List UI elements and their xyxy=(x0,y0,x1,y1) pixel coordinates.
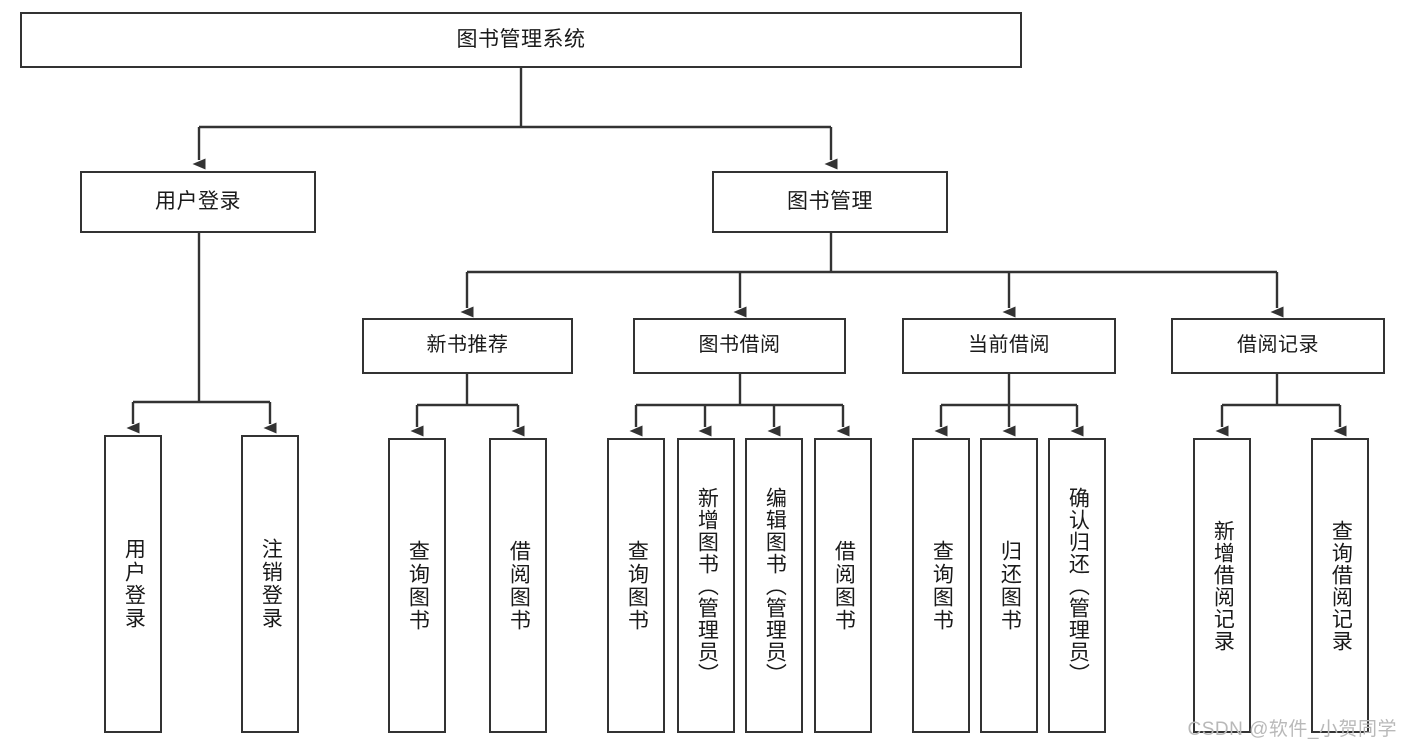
leaf-add-record[interactable]: 新增借阅记录 xyxy=(1193,438,1251,733)
node-new-book-recommend-label: 新书推荐 xyxy=(426,334,509,357)
leaf-query-book-3[interactable]: 查询图书 xyxy=(912,438,970,733)
leaf-confirm-return-inner: 确认归还（管理员） xyxy=(1050,440,1104,731)
leaf-add-book-label: 新增图书（管理员） xyxy=(695,486,719,685)
leaf-add-book-inner: 新增图书（管理员） xyxy=(679,440,733,731)
node-current-borrow[interactable]: 当前借阅 xyxy=(902,318,1116,374)
node-root[interactable]: 图书管理系统 xyxy=(20,12,1022,68)
node-root-label: 图书管理系统 xyxy=(456,27,586,51)
leaf-query-book-2[interactable]: 查询图书 xyxy=(607,438,665,733)
leaf-borrow-book-1[interactable]: 借阅图书 xyxy=(489,438,547,733)
node-borrow-record[interactable]: 借阅记录 xyxy=(1171,318,1385,374)
leaf-return-book-label: 归还图书 xyxy=(998,539,1022,632)
leaf-query-book-3-label: 查询图书 xyxy=(930,539,954,632)
leaf-logout-login-label: 注销登录 xyxy=(259,538,283,630)
leaf-confirm-return[interactable]: 确认归还（管理员） xyxy=(1048,438,1106,733)
leaf-borrow-book-1-inner: 借阅图书 xyxy=(491,440,545,731)
leaf-borrow-book-2-label: 借阅图书 xyxy=(832,539,856,632)
leaf-confirm-return-label: 确认归还（管理员） xyxy=(1066,486,1090,685)
leaf-return-book-inner: 归还图书 xyxy=(982,440,1036,731)
leaf-borrow-book-2-inner: 借阅图书 xyxy=(816,440,870,731)
leaf-logout-login[interactable]: 注销登录 xyxy=(241,435,299,733)
leaf-borrow-book-2[interactable]: 借阅图书 xyxy=(814,438,872,733)
leaf-borrow-book-1-label: 借阅图书 xyxy=(507,539,531,632)
leaf-edit-book-inner: 编辑图书（管理员） xyxy=(747,440,801,731)
leaf-query-book-1-inner: 查询图书 xyxy=(390,440,444,731)
leaf-logout-login-inner: 注销登录 xyxy=(243,437,297,731)
leaf-query-book-1-label: 查询图书 xyxy=(406,539,430,632)
leaf-query-book-2-label: 查询图书 xyxy=(625,539,649,632)
watermark-text: CSDN @软件_小贺同学 xyxy=(1187,719,1397,740)
leaf-query-book-1[interactable]: 查询图书 xyxy=(388,438,446,733)
leaf-query-book-2-inner: 查询图书 xyxy=(609,440,663,731)
leaf-add-record-label: 新增借阅记录 xyxy=(1211,519,1235,652)
leaf-query-book-3-inner: 查询图书 xyxy=(914,440,968,731)
node-borrow-record-label: 借阅记录 xyxy=(1237,334,1319,357)
node-book-borrow[interactable]: 图书借阅 xyxy=(633,318,846,374)
leaf-edit-book-label: 编辑图书（管理员） xyxy=(763,486,787,685)
leaf-user-login-label: 用户登录 xyxy=(122,538,146,630)
leaf-add-book[interactable]: 新增图书（管理员） xyxy=(677,438,735,733)
node-current-borrow-label: 当前借阅 xyxy=(968,334,1050,357)
leaf-user-login-inner: 用户登录 xyxy=(106,437,160,731)
node-book-manage[interactable]: 图书管理 xyxy=(712,171,948,233)
leaf-add-record-inner: 新增借阅记录 xyxy=(1195,440,1249,731)
node-user-login-label: 用户登录 xyxy=(155,189,241,213)
leaf-query-record-inner: 查询借阅记录 xyxy=(1313,440,1367,731)
node-book-borrow-label: 图书借阅 xyxy=(698,334,781,357)
node-user-login[interactable]: 用户登录 xyxy=(80,171,316,233)
leaf-query-record-label: 查询借阅记录 xyxy=(1329,519,1353,652)
node-book-manage-label: 图书管理 xyxy=(787,189,873,213)
node-new-book-recommend[interactable]: 新书推荐 xyxy=(362,318,573,374)
leaf-query-record[interactable]: 查询借阅记录 xyxy=(1311,438,1369,733)
leaf-return-book[interactable]: 归还图书 xyxy=(980,438,1038,733)
leaf-user-login[interactable]: 用户登录 xyxy=(104,435,162,733)
leaf-edit-book[interactable]: 编辑图书（管理员） xyxy=(745,438,803,733)
